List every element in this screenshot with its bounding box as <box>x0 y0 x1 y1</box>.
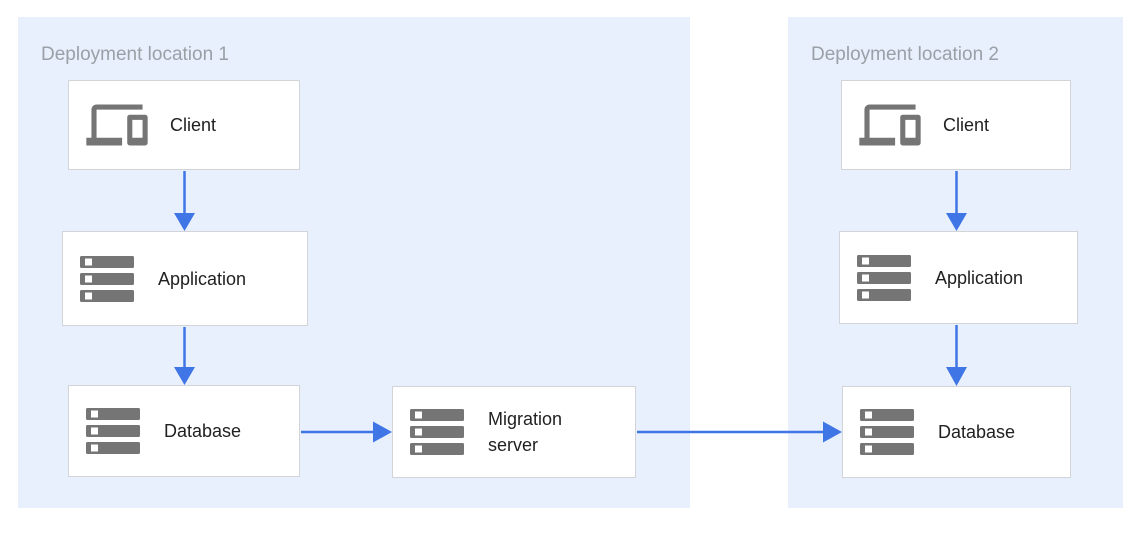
server-stack-icon <box>860 409 914 455</box>
node-application-1: Application <box>62 231 308 326</box>
node-application-2: Application <box>839 231 1078 324</box>
server-stack-icon <box>80 255 134 302</box>
server-stack-icon <box>410 409 464 455</box>
node-client-2: Client <box>841 80 1071 170</box>
node-label: Client <box>943 115 990 135</box>
node-client-1: Client <box>68 80 300 170</box>
devices-icon <box>859 102 921 148</box>
node-label: Database <box>938 422 1016 442</box>
node-label: Database <box>164 421 242 441</box>
node-migration-server: Migration server <box>392 386 636 478</box>
node-label: Client <box>170 115 217 135</box>
node-label: Migration server <box>488 409 563 455</box>
server-stack-icon <box>86 408 140 454</box>
panel-title: Deployment location 1 <box>41 44 229 65</box>
node-database-2: Database <box>842 386 1071 478</box>
server-stack-icon <box>857 254 911 301</box>
panel-title: Deployment location 2 <box>811 44 999 65</box>
node-label: Application <box>935 267 1024 288</box>
devices-icon <box>86 102 148 148</box>
node-label: Application <box>158 268 247 289</box>
node-database-1: Database <box>68 385 300 477</box>
